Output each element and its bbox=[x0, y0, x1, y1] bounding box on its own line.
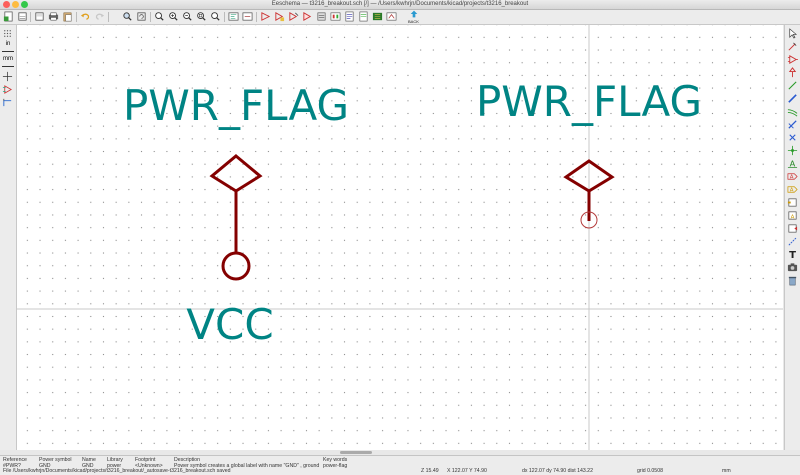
cursor-shape-icon[interactable] bbox=[2, 71, 13, 82]
vcc-value-label: VCC bbox=[186, 300, 273, 349]
ibom-icon[interactable] bbox=[386, 11, 397, 22]
place-image-icon[interactable] bbox=[787, 262, 798, 273]
schematic-canvas[interactable]: PWR_FLAG VCC PWR_FLAG bbox=[17, 25, 783, 450]
close-window-button[interactable] bbox=[3, 1, 10, 8]
pwr-flag-symbol-2[interactable]: PWR_FLAG bbox=[476, 77, 702, 229]
status-units: mm bbox=[722, 468, 731, 474]
status-delta-coords: dx 122.07 dy 74.90 dist 143.22 bbox=[522, 468, 593, 474]
wire-bus-entry-icon[interactable] bbox=[787, 106, 798, 117]
unit-mm-button[interactable]: mm bbox=[2, 56, 14, 67]
svg-text:A: A bbox=[790, 174, 794, 180]
hidden-pins-icon[interactable] bbox=[2, 84, 13, 95]
wire-angle-icon[interactable] bbox=[2, 97, 13, 108]
library-editor-icon[interactable] bbox=[260, 11, 271, 22]
redo-icon[interactable] bbox=[94, 11, 105, 22]
status-reference: Reference#PWR? bbox=[3, 457, 27, 469]
pin-connection-circle bbox=[580, 211, 598, 229]
vcc-port-circle bbox=[221, 251, 251, 281]
paste-icon[interactable] bbox=[62, 11, 73, 22]
status-footprint: Footprint<Unknown> bbox=[135, 457, 163, 469]
zoom-out-icon[interactable] bbox=[182, 11, 193, 22]
place-symbol-icon[interactable] bbox=[787, 54, 798, 65]
annotate-icon[interactable] bbox=[288, 11, 299, 22]
status-cursor-coords: X 122.07 Y 74.90 bbox=[447, 468, 487, 474]
place-junction-icon[interactable] bbox=[787, 145, 798, 156]
select-arrow-icon[interactable] bbox=[787, 28, 798, 39]
find-icon[interactable] bbox=[122, 11, 133, 22]
no-connect-icon[interactable] bbox=[787, 132, 798, 143]
back-arrow-icon[interactable] bbox=[410, 10, 418, 18]
main-toolbar: BACK bbox=[0, 10, 800, 25]
zoom-fit-icon[interactable] bbox=[196, 11, 207, 22]
right-tools-toolbar: A A A A T bbox=[784, 25, 800, 450]
library-browser-icon[interactable] bbox=[274, 11, 285, 22]
zoom-refresh-icon[interactable] bbox=[154, 11, 165, 22]
place-power-icon[interactable] bbox=[787, 67, 798, 78]
pwr-flag-diamond bbox=[209, 154, 263, 193]
generate-bom-icon[interactable] bbox=[358, 11, 369, 22]
left-options-toolbar: in mm bbox=[0, 25, 17, 450]
grid-toggle-icon[interactable] bbox=[2, 28, 13, 39]
svg-text:T: T bbox=[789, 250, 796, 260]
unit-inch-button[interactable]: in bbox=[2, 41, 14, 52]
erc-icon[interactable] bbox=[302, 11, 313, 22]
back-label[interactable]: BACK bbox=[408, 19, 419, 24]
place-bus-icon[interactable] bbox=[787, 93, 798, 104]
vcc-symbol[interactable]: VCC bbox=[186, 251, 274, 349]
import-sheet-pin-icon[interactable]: A bbox=[787, 210, 798, 221]
place-net-label-icon[interactable]: A bbox=[787, 158, 798, 169]
zoom-selection-icon[interactable] bbox=[210, 11, 221, 22]
place-wire-icon[interactable] bbox=[787, 80, 798, 91]
window-titlebar: Eeschema — t3216_breakout.sch [/] — /Use… bbox=[0, 0, 800, 10]
page-settings-icon[interactable] bbox=[34, 11, 45, 22]
pwr-flag-value-label: PWR_FLAG bbox=[476, 77, 702, 126]
window-title: Eeschema — t3216_breakout.sch [/] — /Use… bbox=[271, 1, 529, 7]
status-zoom: Z 15.49 bbox=[421, 468, 439, 474]
svg-text:A: A bbox=[790, 158, 796, 168]
place-hier-label-icon[interactable]: A bbox=[787, 184, 798, 195]
svg-text:A: A bbox=[791, 214, 795, 220]
status-grid-size: grid 0.0508 bbox=[637, 468, 663, 474]
horizontal-scrollbar[interactable] bbox=[340, 451, 372, 454]
place-global-label-icon[interactable]: A bbox=[787, 171, 798, 182]
bom-icon[interactable] bbox=[344, 11, 355, 22]
print-icon[interactable] bbox=[48, 11, 59, 22]
place-sheet-pin-icon[interactable] bbox=[787, 223, 798, 234]
pwr-flag-symbol-1[interactable]: PWR_FLAG bbox=[123, 81, 349, 254]
svg-text:A: A bbox=[790, 187, 794, 193]
pcb-icon[interactable] bbox=[372, 11, 383, 22]
status-message: File /Users/kwhrjn/Documents/kicad/proje… bbox=[3, 468, 231, 474]
leave-sheet-icon[interactable] bbox=[242, 11, 253, 22]
minimize-window-button[interactable] bbox=[12, 1, 19, 8]
bus-bus-entry-icon[interactable] bbox=[787, 119, 798, 130]
undo-icon[interactable] bbox=[80, 11, 91, 22]
highlight-net-icon[interactable] bbox=[787, 41, 798, 52]
zoom-in-icon[interactable] bbox=[168, 11, 179, 22]
pwr-flag-value-label: PWR_FLAG bbox=[123, 81, 349, 130]
place-hier-sheet-icon[interactable] bbox=[787, 197, 798, 208]
place-graphic-line-icon[interactable] bbox=[787, 236, 798, 247]
hierarchy-icon[interactable] bbox=[228, 11, 239, 22]
place-text-icon[interactable]: T bbox=[787, 249, 798, 260]
delete-tool-icon[interactable] bbox=[787, 275, 798, 286]
refresh-icon[interactable] bbox=[136, 11, 147, 22]
netlist-icon[interactable] bbox=[316, 11, 327, 22]
maximize-window-button[interactable] bbox=[21, 1, 28, 8]
save-sheet-icon[interactable] bbox=[17, 11, 28, 22]
footprint-assign-icon[interactable] bbox=[330, 11, 341, 22]
new-sheet-icon[interactable] bbox=[3, 11, 14, 22]
